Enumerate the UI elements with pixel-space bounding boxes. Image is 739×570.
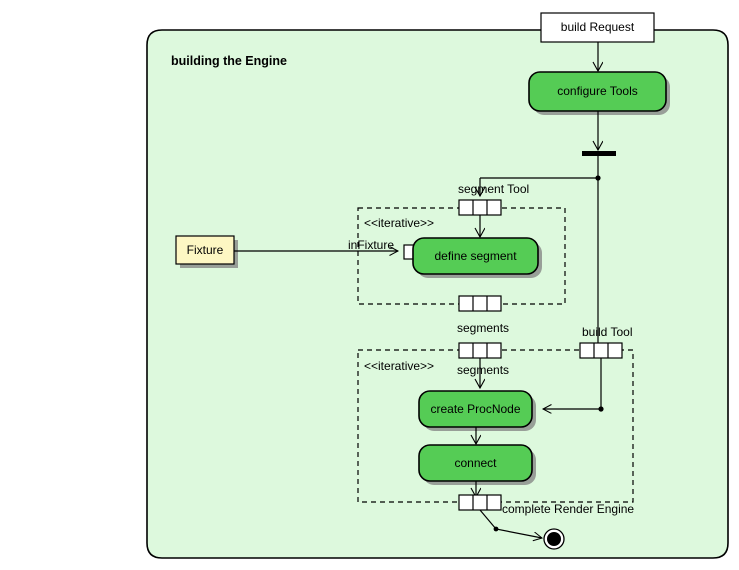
node-fork-bar xyxy=(582,151,616,156)
node-define-segment[interactable] xyxy=(412,237,542,278)
pin-segments-in[interactable] xyxy=(458,342,502,359)
node-label-configure-tools: configure Tools xyxy=(557,84,638,98)
edge-label-complete-render-engine: complete Render Engine xyxy=(502,502,635,516)
node-create-procnode[interactable] xyxy=(418,390,536,431)
node-label-build-request: build Request xyxy=(560,20,635,34)
frame-stereotype-iterative-1: <<iterative>> xyxy=(364,216,435,230)
edge-label-build-tool: build Tool xyxy=(582,325,633,339)
junction-dot-final xyxy=(493,526,499,532)
frame-stereotype-iterative-2: <<iterative>> xyxy=(364,359,435,373)
edge-label-segment-tool: segment Tool xyxy=(458,182,530,196)
pin-segments-out[interactable] xyxy=(458,295,502,312)
node-build-request[interactable] xyxy=(540,12,655,43)
partition-title: building the Engine xyxy=(171,54,287,68)
edge-label-segments-out: segments xyxy=(457,321,510,335)
node-final xyxy=(543,528,565,550)
node-label-connect: connect xyxy=(454,456,497,470)
node-label-create-procnode: create ProcNode xyxy=(430,402,521,416)
edge-label-segments-in: segments xyxy=(457,363,510,377)
junction-dot-fork xyxy=(595,175,601,181)
pin-build-tool[interactable] xyxy=(579,342,623,359)
pin-segment-tool[interactable] xyxy=(458,199,502,216)
node-fixture[interactable] xyxy=(175,235,238,268)
edge-label-in-fixture: inFixture xyxy=(348,238,395,252)
partition-building-the-engine xyxy=(146,29,729,559)
node-label-define-segment: define segment xyxy=(434,249,517,263)
node-connect[interactable] xyxy=(418,444,536,485)
node-label-fixture: Fixture xyxy=(186,243,224,257)
pin-complete-render-engine[interactable] xyxy=(458,494,502,511)
